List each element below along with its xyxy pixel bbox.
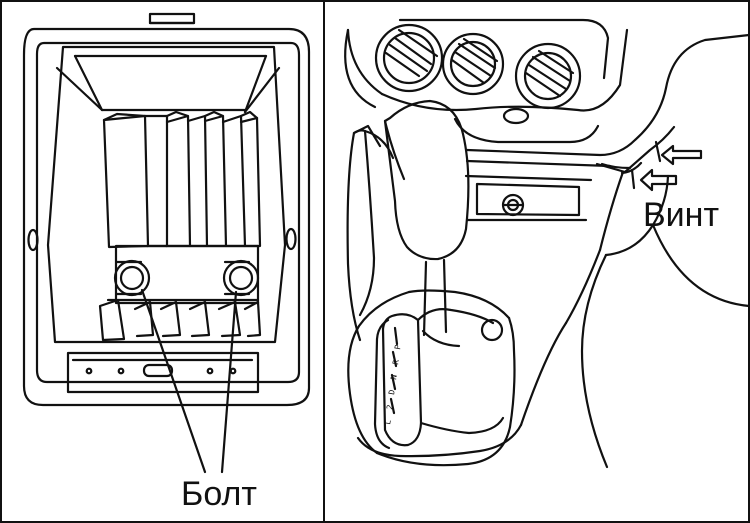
console-left-view	[22, 12, 311, 474]
gear-selector-right-view	[344, 18, 750, 469]
gear-markings: P R N D 2 L	[383, 344, 403, 425]
svg-text:P: P	[393, 344, 403, 350]
svg-text:N: N	[389, 374, 399, 380]
svg-text:L: L	[383, 419, 393, 425]
screw-label: Винт	[643, 196, 720, 234]
bolt-label: Болт	[181, 475, 257, 513]
svg-text:D: D	[387, 389, 397, 395]
svg-text:2: 2	[385, 404, 395, 410]
svg-text:R: R	[391, 359, 401, 365]
